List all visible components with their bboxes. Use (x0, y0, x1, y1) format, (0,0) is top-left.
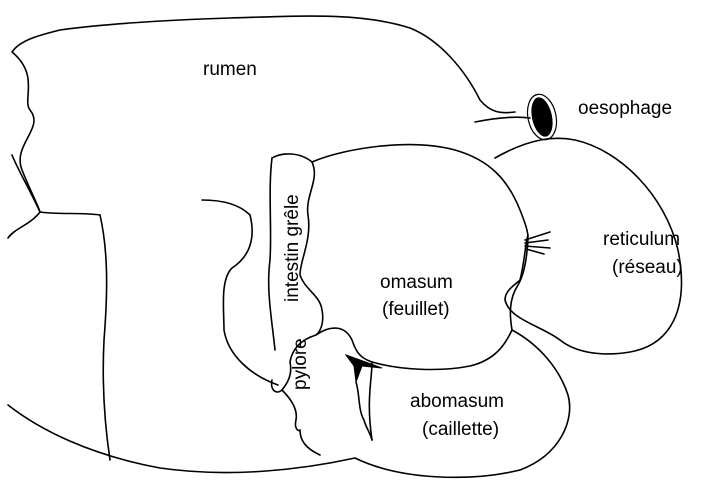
label-pylore: pylore (290, 338, 311, 390)
rumen-bottom-outline (8, 405, 520, 477)
rumen-inner-boundary (202, 200, 278, 385)
label-reticulum: reticulum (603, 229, 680, 250)
label-caillette: (caillette) (422, 419, 499, 440)
label-oesophage: oesophage (578, 98, 672, 119)
label-abomasum: abomasum (410, 391, 504, 412)
rumen-left-fold (12, 155, 100, 215)
rumen-outline (8, 16, 515, 238)
oesophage-opening (528, 95, 556, 138)
oesophage-outline (475, 117, 530, 122)
pylore-junction (316, 328, 372, 362)
label-rumen: rumen (203, 59, 257, 80)
intestin-left-wall (269, 158, 275, 350)
label-reseau: (réseau) (612, 257, 683, 278)
label-intestin: intestin grêle (282, 194, 303, 302)
label-feuillet: (feuillet) (382, 299, 450, 320)
omasum-outline (312, 145, 528, 370)
rumen-inner-fold (100, 215, 110, 460)
reticulum-orifice (525, 232, 550, 254)
label-omasum: omasum (380, 272, 453, 293)
